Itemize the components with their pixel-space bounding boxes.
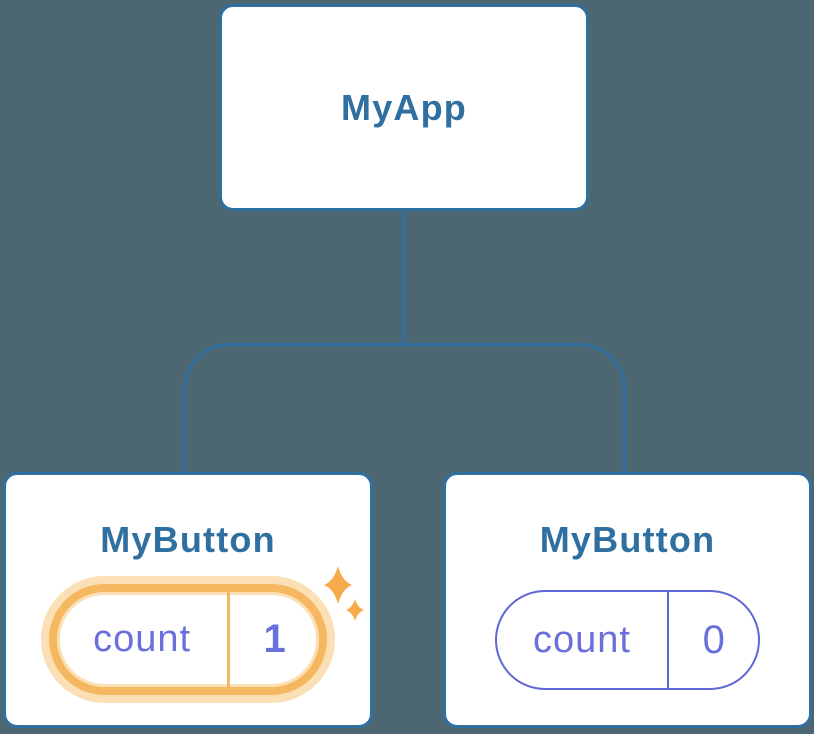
state-pill-highlighted: count 1 (49, 584, 327, 695)
state-pill-row: count 1 (6, 584, 370, 695)
state-pill: count 0 (495, 590, 760, 690)
node-label: MyButton (100, 519, 276, 560)
tree-node-mybutton-right: MyButton count 0 (443, 472, 812, 728)
connector-branch-bracket (183, 343, 626, 474)
tree-node-mybutton-left: MyButton count 1 (3, 472, 373, 728)
pill-divider (666, 592, 670, 688)
state-key-label: count (93, 618, 192, 660)
state-value: 0 (702, 617, 725, 662)
pill-divider (227, 592, 231, 687)
state-key-label: count (533, 618, 631, 661)
node-label: MyButton (539, 519, 716, 560)
state-pill-row: count 0 (446, 590, 809, 690)
tree-node-myapp: MyApp (219, 4, 589, 211)
state-value: 1 (263, 617, 286, 661)
connector-trunk-line (402, 209, 405, 345)
sparkle-icon (324, 566, 364, 621)
node-label: MyApp (341, 86, 467, 128)
